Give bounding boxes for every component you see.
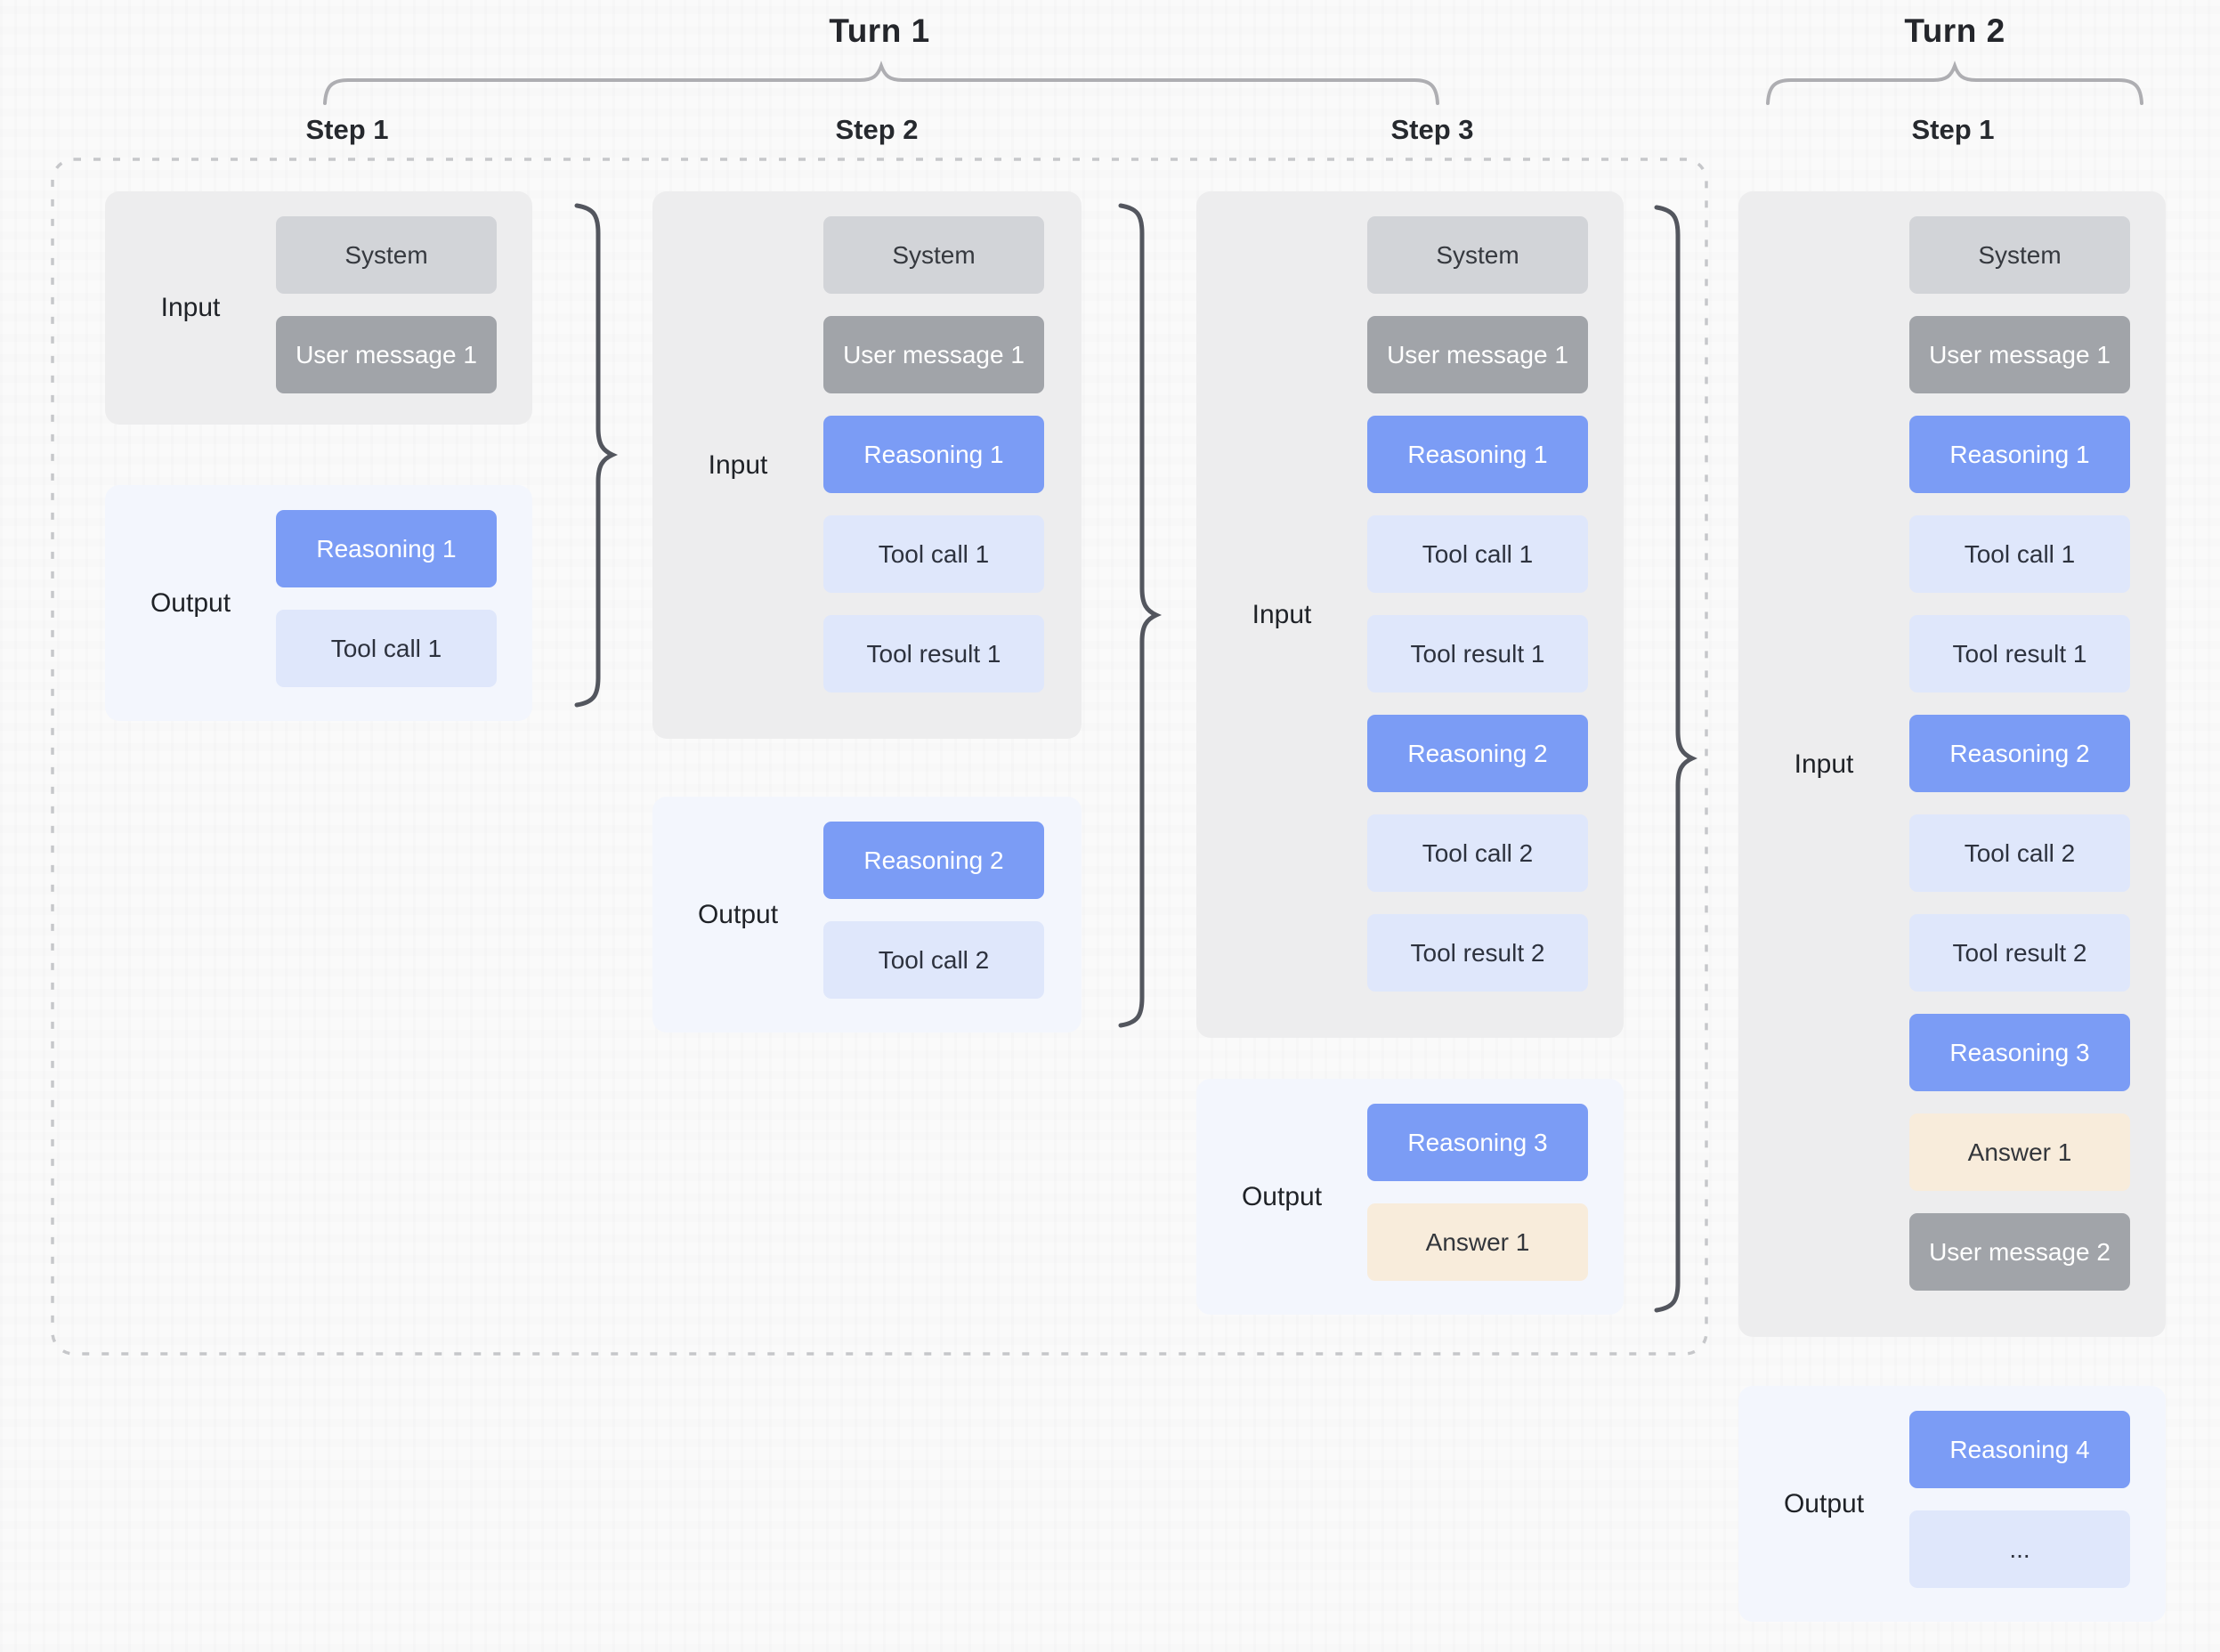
tool-chip: Tool result 1 <box>1909 615 2130 692</box>
step-3-output-box: Output Reasoning 3 Answer 1 <box>1196 1079 1624 1315</box>
step-2-output-label: Output <box>697 899 779 929</box>
tool-chip: Tool call 2 <box>1909 814 2130 892</box>
step-1-to-step-2-brace-icon <box>574 203 619 708</box>
user-chip: User message 1 <box>823 316 1044 393</box>
system-chip: System <box>276 216 497 294</box>
answer-chip: Answer 1 <box>1367 1203 1588 1281</box>
reasoning-chip: Reasoning 1 <box>276 510 497 587</box>
turn-2-title: Turn 2 <box>1904 12 2005 49</box>
turn-1-brace-icon <box>323 61 1439 105</box>
system-chip: System <box>1909 216 2130 294</box>
tool-chip: Tool result 2 <box>1909 914 2130 992</box>
reasoning-chip: Reasoning 1 <box>823 416 1044 493</box>
step-2-output-chips: Reasoning 2 Tool call 2 <box>823 822 1044 999</box>
reasoning-chip: Reasoning 2 <box>823 822 1044 899</box>
turn-2-input-label: Input <box>1794 749 1854 779</box>
answer-chip: Answer 1 <box>1909 1113 2130 1191</box>
tool-chip: Tool call 2 <box>1367 814 1588 892</box>
tool-chip: Tool result 2 <box>1367 914 1588 992</box>
turn-2-step-1-label: Step 1 <box>1911 114 1995 145</box>
reasoning-chip: Reasoning 2 <box>1909 715 2130 792</box>
system-chip: System <box>1367 216 1588 294</box>
step-2-output-box: Output Reasoning 2 Tool call 2 <box>652 797 1082 1032</box>
step-1-output-chips: Reasoning 1 Tool call 1 <box>276 510 497 687</box>
tool-chip: ... <box>1909 1510 2130 1588</box>
step-1-input-label: Input <box>160 293 221 322</box>
turn-2-output-box: Output Reasoning 4... <box>1738 1386 2166 1622</box>
turn-2-output-chips: Reasoning 4... <box>1909 1411 2130 1588</box>
tool-chip: Tool result 1 <box>1367 615 1588 692</box>
user-chip: User message 2 <box>1909 1213 2130 1291</box>
step-2-input-label: Input <box>708 449 768 480</box>
tool-chip: Tool result 1 <box>823 615 1044 692</box>
step-1-output-label: Output <box>150 587 231 618</box>
tool-chip: Tool call 2 <box>823 921 1044 999</box>
reasoning-chip: Reasoning 1 <box>1909 416 2130 493</box>
step-2-to-step-3-brace-icon <box>1118 203 1163 1028</box>
step-3-output-chips: Reasoning 3 Answer 1 <box>1367 1104 1588 1281</box>
tool-chip: Tool call 1 <box>1909 515 2130 593</box>
reasoning-chip: Reasoning 4 <box>1909 1411 2130 1488</box>
step-1-label: Step 1 <box>305 114 389 145</box>
reasoning-chip: Reasoning 1 <box>1367 416 1588 493</box>
step-3-output-label: Output <box>1241 1181 1323 1211</box>
step-2-label: Step 2 <box>835 114 919 145</box>
user-chip: User message 1 <box>276 316 497 393</box>
tool-chip: Tool call 1 <box>823 515 1044 593</box>
step-3-label: Step 3 <box>1390 114 1474 145</box>
user-chip: User message 1 <box>1909 316 2130 393</box>
step-1-output-box: Output Reasoning 1 Tool call 1 <box>105 485 532 721</box>
turn-2-brace-icon <box>1766 61 2143 105</box>
tool-chip: Tool call 1 <box>276 610 497 687</box>
turn-1-boundary <box>51 158 1708 1356</box>
user-chip: User message 1 <box>1367 316 1588 393</box>
tool-chip: Tool call 1 <box>1367 515 1588 593</box>
reasoning-chip: Reasoning 3 <box>1909 1014 2130 1091</box>
reasoning-chip: Reasoning 3 <box>1367 1104 1588 1181</box>
turn-2-output-label: Output <box>1783 1488 1865 1518</box>
step-3-to-turn-2-brace-icon <box>1654 205 1698 1313</box>
turn-1-title: Turn 1 <box>829 12 930 49</box>
reasoning-chip: Reasoning 2 <box>1367 715 1588 792</box>
system-chip: System <box>823 216 1044 294</box>
step-3-input-label: Input <box>1252 599 1312 629</box>
